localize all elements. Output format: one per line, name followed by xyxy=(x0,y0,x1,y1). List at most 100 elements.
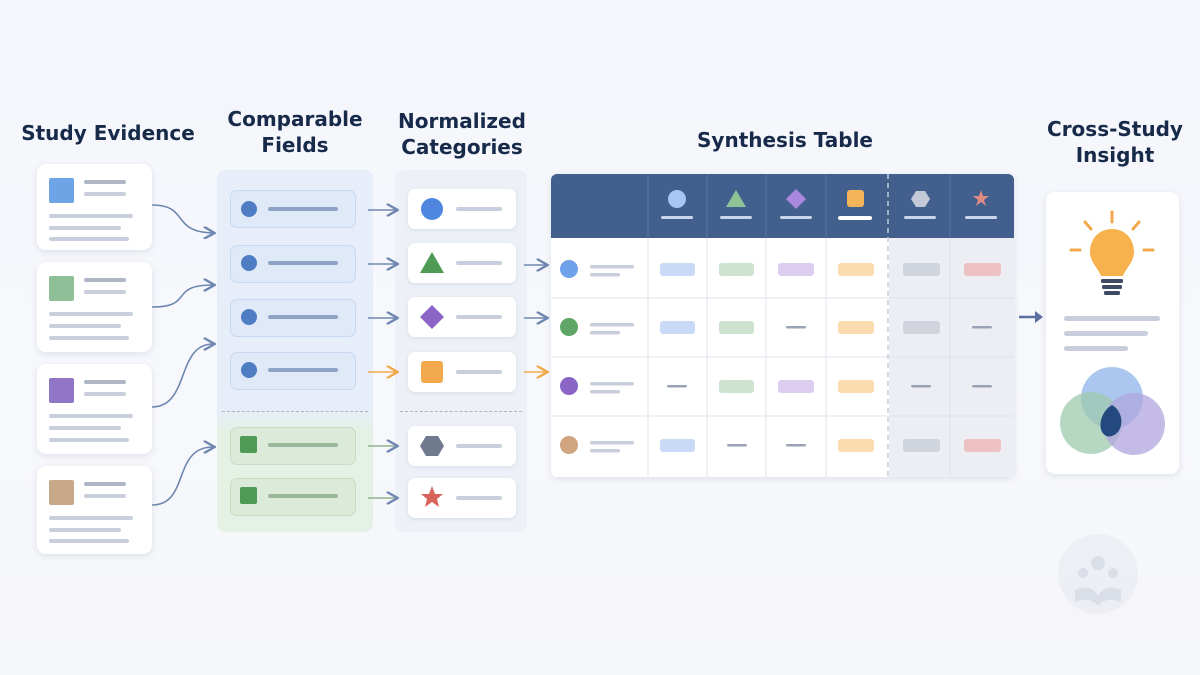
text-line xyxy=(84,392,126,396)
field-line xyxy=(268,207,338,211)
field-square xyxy=(240,436,257,453)
text-line xyxy=(49,438,129,442)
table-cell xyxy=(964,263,1001,276)
triangle-icon xyxy=(726,190,746,207)
insight-line xyxy=(1064,331,1148,336)
circle-icon xyxy=(668,190,686,208)
normalized-categories-panel xyxy=(395,170,527,532)
header-dividers xyxy=(647,174,951,238)
empty-cell-dash xyxy=(972,385,992,388)
text-line xyxy=(49,312,133,316)
category-line xyxy=(456,496,502,500)
table-grid xyxy=(551,238,1014,477)
square-icon xyxy=(421,361,443,383)
empty-cell-dash xyxy=(972,326,992,329)
text-line xyxy=(49,516,133,520)
comparable-fields-panel xyxy=(217,170,373,532)
study-card[interactable] xyxy=(37,466,152,554)
category-line xyxy=(456,207,502,211)
table-cell xyxy=(903,321,940,334)
row-dot xyxy=(560,318,578,336)
text-line xyxy=(84,380,126,384)
table-cell xyxy=(964,439,1001,452)
table-cell xyxy=(838,439,874,452)
table-cell xyxy=(719,263,754,276)
field-dot xyxy=(241,255,257,271)
header-underline xyxy=(838,216,872,220)
title-synthesis-table: Synthesis Table xyxy=(697,128,873,152)
title-comparable-fields: Comparable Fields xyxy=(227,107,363,157)
field-dot xyxy=(241,201,257,217)
triangle-icon xyxy=(420,252,444,273)
text-line xyxy=(49,426,121,430)
hexagon-icon xyxy=(911,191,930,207)
group-divider xyxy=(400,411,522,412)
study-card[interactable] xyxy=(37,262,152,352)
diamond-icon xyxy=(420,305,444,329)
table-cell xyxy=(660,439,695,452)
text-line xyxy=(49,528,121,532)
header-underline xyxy=(904,216,936,219)
table-cell xyxy=(660,263,695,276)
text-line xyxy=(84,482,126,486)
table-cell xyxy=(778,263,814,276)
table-cell xyxy=(719,321,754,334)
field-square xyxy=(240,487,257,504)
category-line xyxy=(456,315,502,319)
text-line xyxy=(84,180,126,184)
field-dot xyxy=(241,309,257,325)
field-line xyxy=(268,261,338,265)
table-header xyxy=(551,174,1014,238)
category-line xyxy=(456,261,502,265)
connector-arrow xyxy=(151,447,213,506)
text-line xyxy=(49,414,133,418)
study-thumbnail xyxy=(49,378,74,403)
insight-line xyxy=(1064,316,1160,321)
header-underline xyxy=(661,216,693,219)
field-line xyxy=(268,443,338,447)
watermark-icon xyxy=(1075,556,1121,606)
empty-cell-dash xyxy=(911,385,931,388)
table-cell xyxy=(903,439,940,452)
title-cross-study-insight: Cross-Study Insight xyxy=(1047,117,1183,167)
row-dot xyxy=(560,260,578,278)
text-line xyxy=(49,539,129,543)
table-cell xyxy=(903,263,940,276)
study-card[interactable] xyxy=(37,164,152,250)
arrow-head xyxy=(1035,311,1043,323)
venn-diagram-icon xyxy=(1060,367,1165,455)
study-card[interactable] xyxy=(37,364,152,454)
field-dot xyxy=(241,362,257,378)
text-line xyxy=(49,336,129,340)
title-normalized-categories: Normalized Categories xyxy=(398,109,526,159)
study-thumbnail xyxy=(49,178,74,203)
table-cell xyxy=(778,380,814,393)
empty-cell-dash xyxy=(727,444,747,447)
table-cell xyxy=(719,380,754,393)
star-icon xyxy=(421,486,443,507)
table-cell xyxy=(838,321,874,334)
star-icon xyxy=(973,190,989,206)
title-study-evidence: Study Evidence xyxy=(21,121,195,145)
empty-cell-dash xyxy=(667,385,687,388)
connector-arrow xyxy=(151,204,213,233)
circle-icon xyxy=(421,198,443,220)
hexagon-icon xyxy=(420,436,444,456)
text-line xyxy=(84,290,126,294)
square-icon xyxy=(847,190,864,207)
field-line xyxy=(268,494,338,498)
table-cell xyxy=(838,380,874,393)
header-underline xyxy=(720,216,752,219)
table-cell xyxy=(838,263,874,276)
row-dot xyxy=(560,377,578,395)
connector-arrow xyxy=(151,344,213,408)
row-label-lines xyxy=(590,265,634,453)
text-line xyxy=(49,237,129,241)
lightbulb-icon xyxy=(1069,210,1155,295)
row-dot xyxy=(560,436,578,454)
empty-cell-dash xyxy=(786,444,806,447)
text-line xyxy=(49,214,133,218)
group-divider xyxy=(222,411,368,412)
diamond-icon xyxy=(786,189,806,209)
